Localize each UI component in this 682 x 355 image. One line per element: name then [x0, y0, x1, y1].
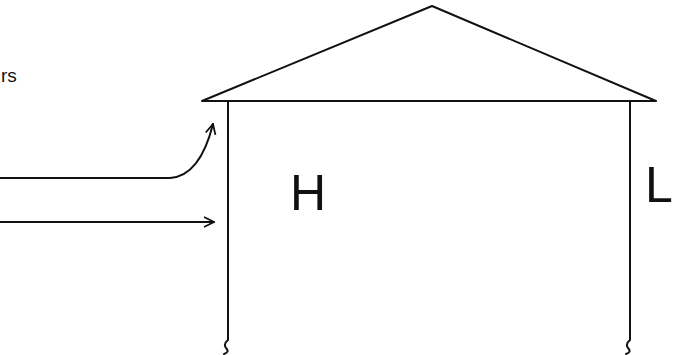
cut-label: rs: [1, 66, 17, 85]
high-pressure-label: H: [290, 168, 326, 218]
wind-arrow-up: [0, 124, 213, 178]
roof: [202, 6, 656, 101]
low-pressure-label: L: [645, 160, 673, 210]
wind-arrow: [0, 221, 214, 223]
right-wall: [626, 101, 630, 354]
left-wall: [224, 101, 228, 354]
